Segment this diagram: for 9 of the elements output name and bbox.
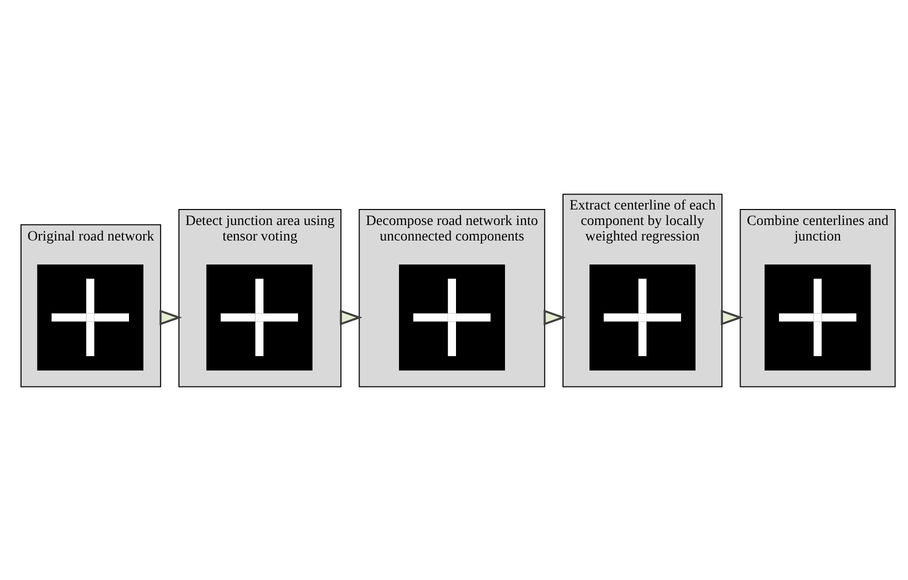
arrow	[340, 309, 362, 325]
arrow	[720, 309, 744, 325]
cluster: Combine centerlines and junction	[740, 208, 896, 387]
cluster: Detect junction area using tensor voting	[178, 208, 342, 387]
cluster: Original road network	[20, 224, 162, 387]
cluster: Extract centerline of each component by locally weighted regression	[562, 193, 722, 387]
arrow	[544, 309, 566, 325]
cluster: Decompose road network into unconnected components	[358, 208, 546, 387]
arrow	[160, 309, 182, 325]
